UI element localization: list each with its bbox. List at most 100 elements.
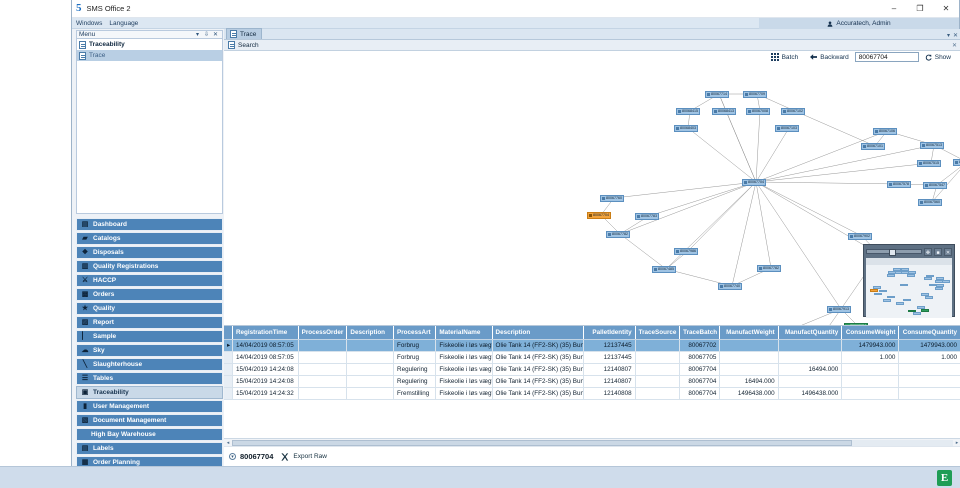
graph-node[interactable]: 80067101 [861, 143, 885, 150]
zoom-slider[interactable] [866, 249, 922, 256]
graph-node[interactable]: 80068403 [674, 125, 698, 132]
show-button[interactable]: Show [919, 51, 957, 63]
sidebar-item-slaughterhouse[interactable]: ╲Slaughterhouse [76, 358, 223, 371]
column-header-description2[interactable]: Description [492, 326, 584, 340]
column-header-tracebatch[interactable]: TraceBatch [679, 326, 721, 340]
graph-node[interactable]: 80067704 [587, 212, 611, 219]
graph-node[interactable]: 80067709 [743, 91, 767, 98]
graph-node[interactable]: 80067704 [742, 179, 766, 186]
sidebar-item-labels[interactable]: ▤Labels [76, 442, 223, 455]
chevron-down-icon[interactable]: ▾ [195, 32, 199, 38]
expand-icon[interactable]: ✥ [924, 247, 932, 256]
subbar-close-icon[interactable]: ✕ [951, 42, 957, 49]
column-header-tracesource[interactable]: TraceSource [635, 326, 681, 340]
scroll-right-icon[interactable]: ▸ [955, 439, 959, 446]
column-header-consumeweight[interactable]: ConsumeWeight [841, 326, 900, 340]
minimap-viewport[interactable] [866, 258, 952, 318]
tab-close-icon[interactable]: ✕ [952, 33, 958, 39]
minimize-button[interactable]: – [891, 4, 897, 13]
minimap-close-icon[interactable]: ✕ [944, 247, 952, 256]
trace-graph-canvas[interactable]: 80067714 80067709 80068415 80068413 80067008… [224, 63, 960, 325]
sidebar-item-dashboard[interactable]: ▤Dashboard [76, 218, 223, 231]
sidebar-item-user-management[interactable]: ▮User Management [76, 400, 223, 413]
graph-node[interactable]: 80067986 [674, 248, 698, 255]
menu-item-language[interactable]: Language [109, 19, 139, 27]
graph-node[interactable]: 80067902 [848, 233, 872, 240]
graph-node[interactable]: 80068415 [676, 108, 700, 115]
graph-minimap[interactable]: ✥ ■ ✕ [863, 244, 955, 318]
maximize-button[interactable]: ❐ [916, 4, 924, 13]
sidebar-item-quality[interactable]: ★Quality [76, 302, 223, 315]
graph-node[interactable]: 80067782 [757, 265, 781, 272]
column-header-processart[interactable]: ProcessArt [393, 326, 437, 340]
column-header-description[interactable]: Description [346, 326, 395, 340]
graph-node[interactable]: 80067106 [873, 128, 897, 135]
graph-node[interactable]: 80068024 [844, 323, 868, 325]
graph-node[interactable]: 80068413 [712, 108, 736, 115]
sidebar-item-catalogs[interactable]: ▰Catalogs [76, 232, 223, 245]
center-icon[interactable]: ■ [934, 247, 942, 256]
menu-item-windows[interactable]: Windows [76, 19, 103, 27]
sidebar-item-sample[interactable]: ▏Sample [76, 330, 223, 343]
graph-node[interactable]: 80067008 [746, 108, 770, 115]
current-user[interactable]: Accuratech, Admin [759, 18, 959, 29]
graph-node[interactable]: 80067547 [923, 182, 947, 189]
sidebar-item-haccp[interactable]: ⚔HACCP [76, 274, 223, 287]
batch-button[interactable]: Batch [765, 51, 805, 63]
column-header-palletidentity[interactable]: PalletIdentity [583, 326, 636, 340]
graph-node[interactable]: 80067760 [600, 195, 624, 202]
column-header-consumequantity[interactable]: ConsumeQuantity [898, 326, 960, 340]
close-button[interactable]: ✕ [942, 4, 950, 13]
scroll-thumb[interactable] [232, 439, 853, 446]
sidebar-item-disposals[interactable]: ❖Disposals [76, 246, 223, 259]
graph-node[interactable]: 80067578 [887, 181, 911, 188]
close-icon[interactable]: ✕ [212, 32, 219, 38]
graph-node[interactable]: 80067714 [705, 91, 729, 98]
graph-node[interactable]: 80067485 [652, 266, 676, 273]
export-raw-button[interactable]: Export Raw [281, 452, 327, 461]
sidebar-item-sky[interactable]: ☁Sky [76, 344, 223, 357]
column-header-materialname[interactable]: MaterialName [435, 326, 493, 340]
status-batch[interactable]: ▾ 80067704 [229, 452, 273, 461]
backward-button[interactable]: Backward [804, 51, 855, 63]
graph-node[interactable]: 80067504 [953, 159, 960, 166]
graph-node[interactable]: 80067740 [718, 283, 742, 290]
column-header-processorder[interactable]: ProcessOrder [298, 326, 348, 340]
graph-node[interactable]: 80067103 [775, 125, 799, 132]
graph-node[interactable]: 80067913 [827, 306, 851, 313]
tab-trace[interactable]: Trace [226, 28, 263, 39]
tree-item-trace[interactable]: Trace [77, 50, 222, 61]
column-header-manufactweight[interactable]: ManufactWeight [719, 326, 779, 340]
tray-app-icon[interactable]: E [937, 470, 952, 486]
column-header-manufactquantity[interactable]: ManufactQuantity [778, 326, 843, 340]
column-header-registrationtime[interactable]: RegistrationTime [232, 326, 299, 340]
graph-node[interactable]: 80067783 [635, 213, 659, 220]
scroll-track[interactable] [232, 439, 953, 446]
sidebar-item-high-bay-warehouse[interactable]: High Bay Warehouse [76, 428, 223, 441]
sidebar-item-report[interactable]: ▨Report [76, 316, 223, 329]
graph-node[interactable]: 80067513 [920, 142, 944, 149]
chevron-down-icon[interactable]: ▾ [946, 33, 950, 39]
graph-node[interactable]: 80067560 [918, 199, 942, 206]
scroll-left-icon[interactable]: ◂ [226, 439, 230, 446]
graph-node[interactable]: 80067102 [781, 108, 805, 115]
zoom-slider-thumb[interactable] [889, 249, 896, 256]
sidebar-item-quality-registrations[interactable]: ▥Quality Registrations [76, 260, 223, 273]
sidebar-item-traceability[interactable]: ▣Traceability [76, 386, 223, 399]
batch-search-input[interactable] [854, 52, 919, 62]
grid-horizontal-scrollbar[interactable]: ◂ ▸ [224, 438, 960, 446]
sidebar-item-document-management[interactable]: ▧Document Management [76, 414, 223, 427]
trace-data-grid[interactable]: Pallet RegistrationTimeProcessOrderDescr… [224, 325, 960, 488]
graph-node[interactable]: 80067515 [917, 160, 941, 167]
tree-item-traceability[interactable]: Traceability [77, 39, 222, 50]
graph-node[interactable]: 80067782 [606, 231, 630, 238]
pin-icon[interactable]: ⇩ [203, 32, 210, 38]
sidebar-item-orders[interactable]: ▩Orders [76, 288, 223, 301]
sidebar-item-tables[interactable]: ☰Tables [76, 372, 223, 385]
expander-icon[interactable]: ▾ [229, 453, 236, 460]
